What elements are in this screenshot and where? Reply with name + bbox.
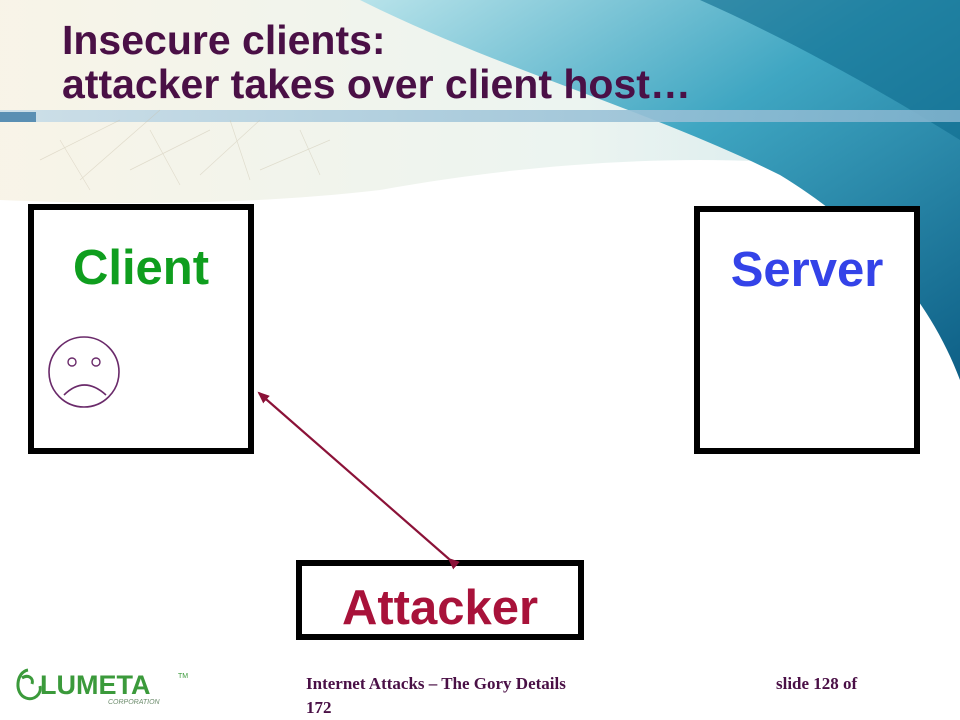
frown-face-icon [48, 336, 120, 408]
logo-tm: TM [178, 673, 188, 680]
attacker-label: Attacker [341, 581, 539, 635]
logo-text: LUMETA [40, 670, 150, 700]
lumeta-logo: LUMETA TM CORPORATION [16, 668, 188, 706]
server-box: Server [694, 206, 920, 454]
title-line-2: attacker takes over client host… [62, 61, 691, 107]
client-label: Client [72, 241, 210, 295]
footer-slide-number: slide 128 of [776, 674, 858, 693]
server-label: Server [730, 243, 884, 297]
client-box: Client [28, 204, 254, 454]
footer-slide-total: 172 [306, 698, 332, 717]
slide-title: Insecure clients: attacker takes over cl… [62, 18, 942, 106]
attacker-box: Attacker [296, 560, 584, 640]
footer-title: Internet Attacks – The Gory Details [306, 674, 566, 693]
logo-sub: CORPORATION [108, 699, 161, 706]
title-line-1: Insecure clients: [62, 17, 386, 63]
